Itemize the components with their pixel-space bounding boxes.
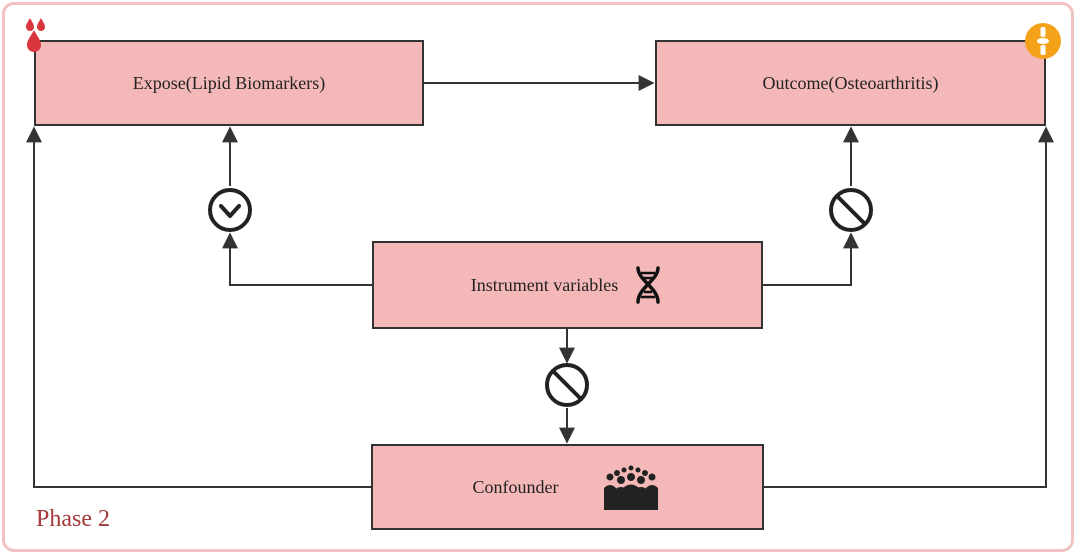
phase-label: Phase 2 (36, 506, 110, 532)
prohibited-icon (545, 363, 589, 407)
arrow-iv-to-check (222, 232, 372, 286)
outcome-node: Outcome(Osteoarthritis) (655, 40, 1046, 126)
confounder-node: Confounder (371, 444, 764, 530)
expose-node: Expose(Lipid Biomarkers) (34, 40, 424, 126)
knee-joint-icon (1024, 22, 1062, 65)
crowd-icon (600, 464, 662, 510)
outcome-label: Outcome(Osteoarthritis) (762, 72, 939, 93)
dna-icon (632, 266, 664, 304)
arrow-confounder-to-outcome (764, 126, 1054, 488)
instrument-label: Instrument variables (470, 274, 619, 295)
arrow-iv-to-prohibited-right (763, 232, 859, 286)
diagram-frame (2, 2, 1074, 552)
prohibited-icon (829, 188, 873, 232)
blood-drops-icon (22, 16, 50, 61)
check-circle-icon (208, 188, 252, 232)
instrument-variables-node: Instrument variables (372, 241, 763, 329)
expose-label: Expose(Lipid Biomarkers) (132, 72, 326, 93)
arrow-confounder-to-expose (26, 126, 371, 488)
confounder-label: Confounder (472, 476, 559, 497)
